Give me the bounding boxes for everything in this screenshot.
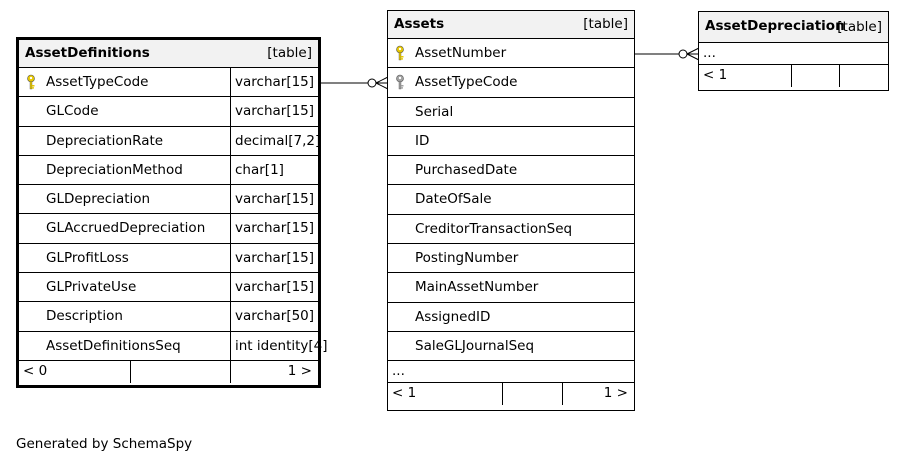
table-header: Assets [table] — [388, 11, 634, 39]
table-ellipsis: ... — [699, 43, 888, 65]
column-name: AssetNumber — [415, 45, 507, 61]
column-row[interactable]: MainAssetNumber — [388, 273, 634, 303]
column-name: AssetTypeCode — [46, 74, 149, 90]
column-row[interactable]: GLCode varchar[15] — [19, 97, 318, 127]
footer-left: < 1 — [392, 385, 417, 402]
table-name: AssetDefinitions — [25, 45, 150, 61]
primary-key-icon — [25, 74, 37, 90]
column-type: varchar[15] — [235, 279, 315, 296]
column-name: AssetTypeCode — [415, 74, 518, 91]
column-type: varchar[50] — [235, 308, 315, 325]
column-type: varchar[15] — [235, 103, 315, 120]
column-type: decimal[7,2] — [235, 132, 321, 149]
column-name: AssetDefinitionsSeq — [46, 337, 181, 354]
table-kind: [table] — [583, 16, 628, 32]
column-name: PostingNumber — [415, 250, 519, 267]
table-asset-depreciation[interactable]: AssetDepreciation [table] ... < 1 — [698, 11, 889, 91]
column-name: DepreciationMethod — [46, 161, 183, 178]
column-name: SaleGLJournalSeq — [415, 337, 535, 354]
column-row[interactable]: AssetDefinitionsSeq int identity[4] — [19, 331, 328, 361]
column-name: ID — [415, 132, 430, 149]
table-kind: [table] — [267, 45, 312, 61]
column-row[interactable]: DepreciationMethod char[1] — [19, 155, 318, 186]
column-row[interactable]: PurchasedDate — [388, 156, 634, 186]
column-name: MainAssetNumber — [415, 279, 539, 296]
column-name: GLCode — [46, 103, 99, 120]
table-asset-definitions[interactable]: AssetDefinitions [table] AssetTypeCode va… — [16, 37, 328, 388]
column-row[interactable]: PostingNumber — [388, 244, 634, 274]
table-footer: < 1 1 > — [388, 383, 634, 406]
column-row[interactable]: Serial — [388, 98, 634, 127]
table-footer: < 0 1 > — [19, 360, 318, 383]
column-row[interactable]: Description varchar[50] — [19, 302, 318, 332]
table-kind: [table] — [837, 19, 882, 35]
column-name: GLAccruedDepreciation — [46, 220, 206, 237]
foreign-key-icon — [394, 74, 406, 90]
ellipsis-text: ... — [392, 363, 405, 380]
column-type: int identity[4] — [235, 337, 328, 354]
column-row[interactable]: AssetTypeCode — [388, 68, 634, 98]
column-row[interactable]: GLProfitLoss varchar[15] — [19, 243, 318, 274]
relationship-assets-assetdepreciation — [634, 47, 700, 61]
table-header: AssetDepreciation [table] — [699, 12, 888, 43]
column-row[interactable]: GLDepreciation varchar[15] — [19, 185, 318, 215]
table-header: AssetDefinitions [table] — [19, 40, 318, 68]
relationship-assetdefinitions-assets — [320, 76, 389, 90]
column-type: varchar[15] — [235, 191, 315, 208]
column-row[interactable]: GLPrivateUse varchar[15] — [19, 273, 318, 303]
generated-by-label: Generated by SchemaSpy — [16, 436, 193, 452]
column-row[interactable]: GLAccruedDepreciation varchar[15] — [19, 214, 318, 244]
column-name: AssignedID — [415, 308, 491, 325]
column-row[interactable]: SaleGLJournalSeq — [388, 332, 634, 362]
table-name: AssetDepreciation — [705, 18, 845, 34]
column-name: DateOfSale — [415, 191, 492, 208]
column-row[interactable]: AssetTypeCode varchar[15] — [19, 68, 318, 98]
column-name: Description — [46, 308, 123, 325]
column-type: char[1] — [235, 161, 284, 178]
column-name: CreditorTransactionSeq — [415, 220, 573, 237]
column-name: GLDepreciation — [46, 191, 151, 208]
column-row[interactable]: ID — [388, 127, 634, 157]
table-footer: < 1 — [699, 65, 888, 87]
footer-right: 1 > — [603, 385, 628, 402]
primary-key-icon — [394, 45, 406, 61]
footer-left: < 0 — [23, 362, 48, 379]
table-name: Assets — [394, 16, 445, 32]
column-row[interactable]: CreditorTransactionSeq — [388, 215, 634, 245]
column-row[interactable]: AssetNumber — [388, 39, 634, 69]
column-name: Serial — [415, 103, 454, 120]
footer-left: < 1 — [703, 67, 728, 83]
column-type: varchar[15] — [235, 220, 315, 237]
column-row[interactable]: AssignedID — [388, 303, 634, 332]
column-name: GLProfitLoss — [46, 249, 129, 266]
table-ellipsis: ... — [388, 361, 634, 384]
footer-right: 1 > — [287, 362, 312, 379]
column-name: DepreciationRate — [46, 132, 164, 149]
column-type: varchar[15] — [235, 74, 315, 90]
column-name: PurchasedDate — [415, 162, 518, 179]
column-row[interactable]: DateOfSale — [388, 185, 634, 215]
column-name: GLPrivateUse — [46, 279, 137, 296]
column-type: varchar[15] — [235, 249, 315, 266]
column-row[interactable]: DepreciationRate decimal[7,2] — [19, 126, 321, 156]
ellipsis-text: ... — [703, 45, 716, 61]
